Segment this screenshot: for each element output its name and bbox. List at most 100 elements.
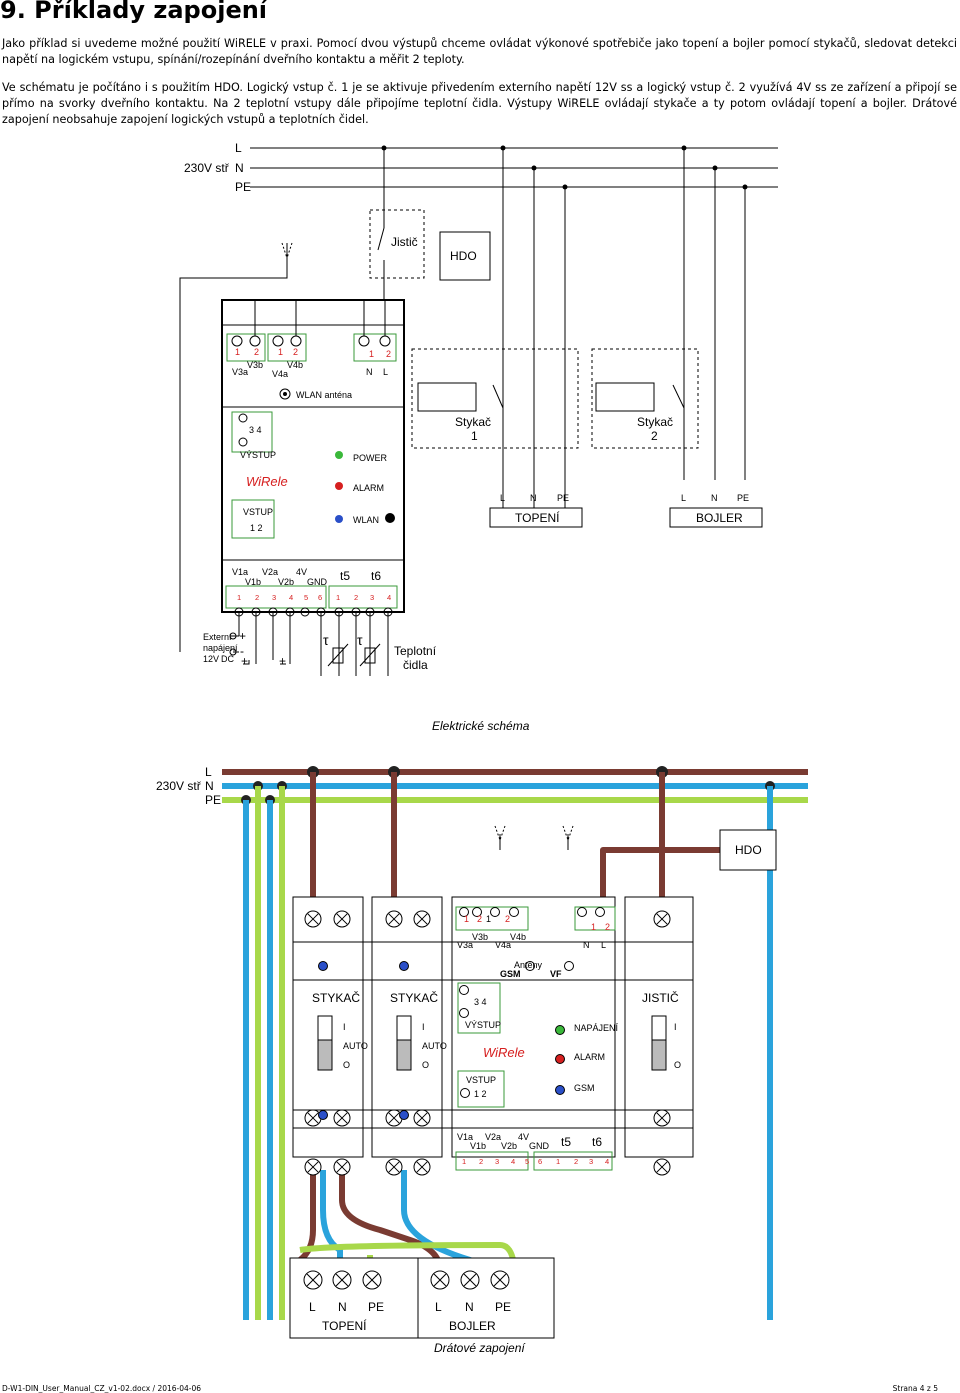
svg-text:2: 2 bbox=[386, 349, 391, 359]
svg-text:Teplotní: Teplotní bbox=[394, 644, 437, 658]
line-l-label: L bbox=[235, 141, 242, 155]
svg-text:ALARM: ALARM bbox=[353, 483, 384, 493]
svg-text:1: 1 bbox=[556, 1157, 560, 1166]
svg-text:V4b: V4b bbox=[287, 360, 303, 370]
page-title: 9. Příklady zapojení bbox=[0, 0, 268, 24]
svg-text:4V: 4V bbox=[518, 1132, 529, 1142]
svg-text:GSM: GSM bbox=[574, 1083, 595, 1093]
wiring-caption: Drátové zapojení bbox=[434, 1341, 526, 1355]
svg-text:VSTUP: VSTUP bbox=[466, 1075, 496, 1085]
svg-text:5: 5 bbox=[304, 593, 308, 602]
svg-text:+: + bbox=[279, 654, 286, 668]
svg-text:V2a: V2a bbox=[485, 1132, 501, 1142]
svg-text:V1a: V1a bbox=[457, 1132, 473, 1142]
svg-text:V3b: V3b bbox=[247, 360, 263, 370]
boiler-l: L bbox=[681, 493, 686, 503]
terminal-icon bbox=[577, 907, 587, 917]
svg-text:V4b: V4b bbox=[510, 932, 526, 942]
svg-text:2: 2 bbox=[605, 922, 610, 932]
svg-text:AUTO: AUTO bbox=[422, 1041, 447, 1051]
svg-text:t5: t5 bbox=[561, 1135, 571, 1149]
svg-text:1: 1 bbox=[237, 593, 241, 602]
line-n-label: N bbox=[235, 161, 244, 175]
svg-text:I: I bbox=[422, 1022, 425, 1032]
svg-text:4: 4 bbox=[511, 1157, 515, 1166]
footer-page: Strana 4 z 5 bbox=[892, 1384, 938, 1393]
svg-text:GND: GND bbox=[307, 577, 328, 587]
wiring-brand-logo: WiRele bbox=[483, 1045, 525, 1060]
svg-text:V3b: V3b bbox=[472, 932, 488, 942]
contactor2-num: 2 bbox=[651, 429, 658, 443]
wiring-diagram bbox=[222, 766, 808, 1320]
heating-l: L bbox=[500, 493, 505, 503]
svg-text:O: O bbox=[674, 1060, 681, 1070]
breaker-wiring-label: JISTIČ bbox=[642, 990, 679, 1005]
svg-text:2: 2 bbox=[255, 593, 259, 602]
svg-text:4: 4 bbox=[289, 593, 293, 602]
schematic-caption: Elektrické schéma bbox=[432, 719, 530, 733]
svg-text:t5: t5 bbox=[340, 569, 350, 583]
svg-text:1: 1 bbox=[278, 347, 283, 357]
svg-text:-: - bbox=[240, 644, 244, 658]
schematic-labels: L N PE 230V stř Jistič HDO Stykač 1 Styk… bbox=[184, 141, 749, 733]
wiring-hdo-label: HDO bbox=[735, 843, 762, 857]
svg-text:V1b: V1b bbox=[470, 1141, 486, 1151]
contactor1-num: 1 bbox=[471, 429, 478, 443]
svg-text:PE: PE bbox=[495, 1300, 511, 1314]
svg-text:V2b: V2b bbox=[278, 577, 294, 587]
svg-text:2: 2 bbox=[477, 914, 482, 924]
svg-text:1: 1 bbox=[591, 922, 596, 932]
svg-text:N: N bbox=[338, 1300, 347, 1314]
svg-text:PE: PE bbox=[368, 1300, 384, 1314]
svg-text:V2b: V2b bbox=[501, 1141, 517, 1151]
heating-label: TOPENÍ bbox=[515, 510, 560, 525]
boiler-label: BOJLER bbox=[696, 511, 743, 525]
svg-text:V1b: V1b bbox=[245, 577, 261, 587]
svg-text:N: N bbox=[205, 779, 214, 793]
svg-text:L: L bbox=[383, 367, 388, 377]
terminal-icon bbox=[399, 961, 409, 971]
screw-terminals bbox=[289, 907, 671, 1339]
svg-text:2: 2 bbox=[293, 347, 298, 357]
svg-text:1: 1 bbox=[336, 593, 340, 602]
svg-text:2: 2 bbox=[505, 914, 510, 924]
svg-text:V4a: V4a bbox=[495, 940, 511, 950]
terminal-icon bbox=[490, 907, 500, 917]
svg-text:V3a: V3a bbox=[457, 940, 473, 950]
svg-text:GND: GND bbox=[529, 1141, 550, 1151]
svg-text:L: L bbox=[309, 1300, 316, 1314]
wiring-supply-label: 230V stř bbox=[156, 779, 202, 793]
svg-text:L: L bbox=[205, 765, 212, 779]
breaker-label: Jistič bbox=[391, 235, 418, 249]
contactor1-label: Stykač bbox=[455, 415, 491, 429]
svg-text:12V: 12V bbox=[203, 654, 219, 664]
svg-text:AUTO: AUTO bbox=[343, 1041, 368, 1051]
svg-text:τ: τ bbox=[323, 632, 329, 648]
svg-text:O: O bbox=[343, 1060, 350, 1070]
contactor1-wiring-label: STYKAČ bbox=[312, 990, 360, 1005]
terminal-icon bbox=[555, 1054, 565, 1064]
line-pe-label: PE bbox=[235, 180, 251, 194]
svg-text:3 4: 3 4 bbox=[249, 425, 262, 435]
svg-text:N: N bbox=[465, 1300, 474, 1314]
intro-paragraph: Jako příklad si uvedeme možné použití Wi… bbox=[2, 37, 957, 66]
svg-text:2: 2 bbox=[574, 1157, 578, 1166]
svg-text:+: + bbox=[239, 629, 246, 643]
footer-doc: D-W1-DIN_User_Manual_CZ_v1-02.docx / 201… bbox=[2, 1384, 202, 1393]
svg-text:DC: DC bbox=[221, 654, 234, 664]
terminal-icon bbox=[555, 1085, 565, 1095]
svg-text:6: 6 bbox=[538, 1157, 542, 1166]
wiring-labels: L N PE 230V stř HDO STYKAČ STYKAČ JISTIČ… bbox=[156, 765, 762, 1355]
terminal-icon bbox=[460, 1088, 470, 1098]
svg-text:WLAN: WLAN bbox=[353, 515, 379, 525]
svg-text:V1a: V1a bbox=[232, 567, 248, 577]
terminal-icon bbox=[399, 1110, 409, 1120]
svg-text:V2a: V2a bbox=[262, 567, 278, 577]
svg-text:čidla: čidla bbox=[403, 658, 428, 672]
terminal-icon bbox=[564, 961, 574, 971]
svg-text:3: 3 bbox=[495, 1157, 499, 1166]
svg-text:napájení: napájení bbox=[203, 643, 238, 653]
terminal-icon bbox=[525, 961, 535, 971]
svg-text:POWER: POWER bbox=[353, 453, 388, 463]
